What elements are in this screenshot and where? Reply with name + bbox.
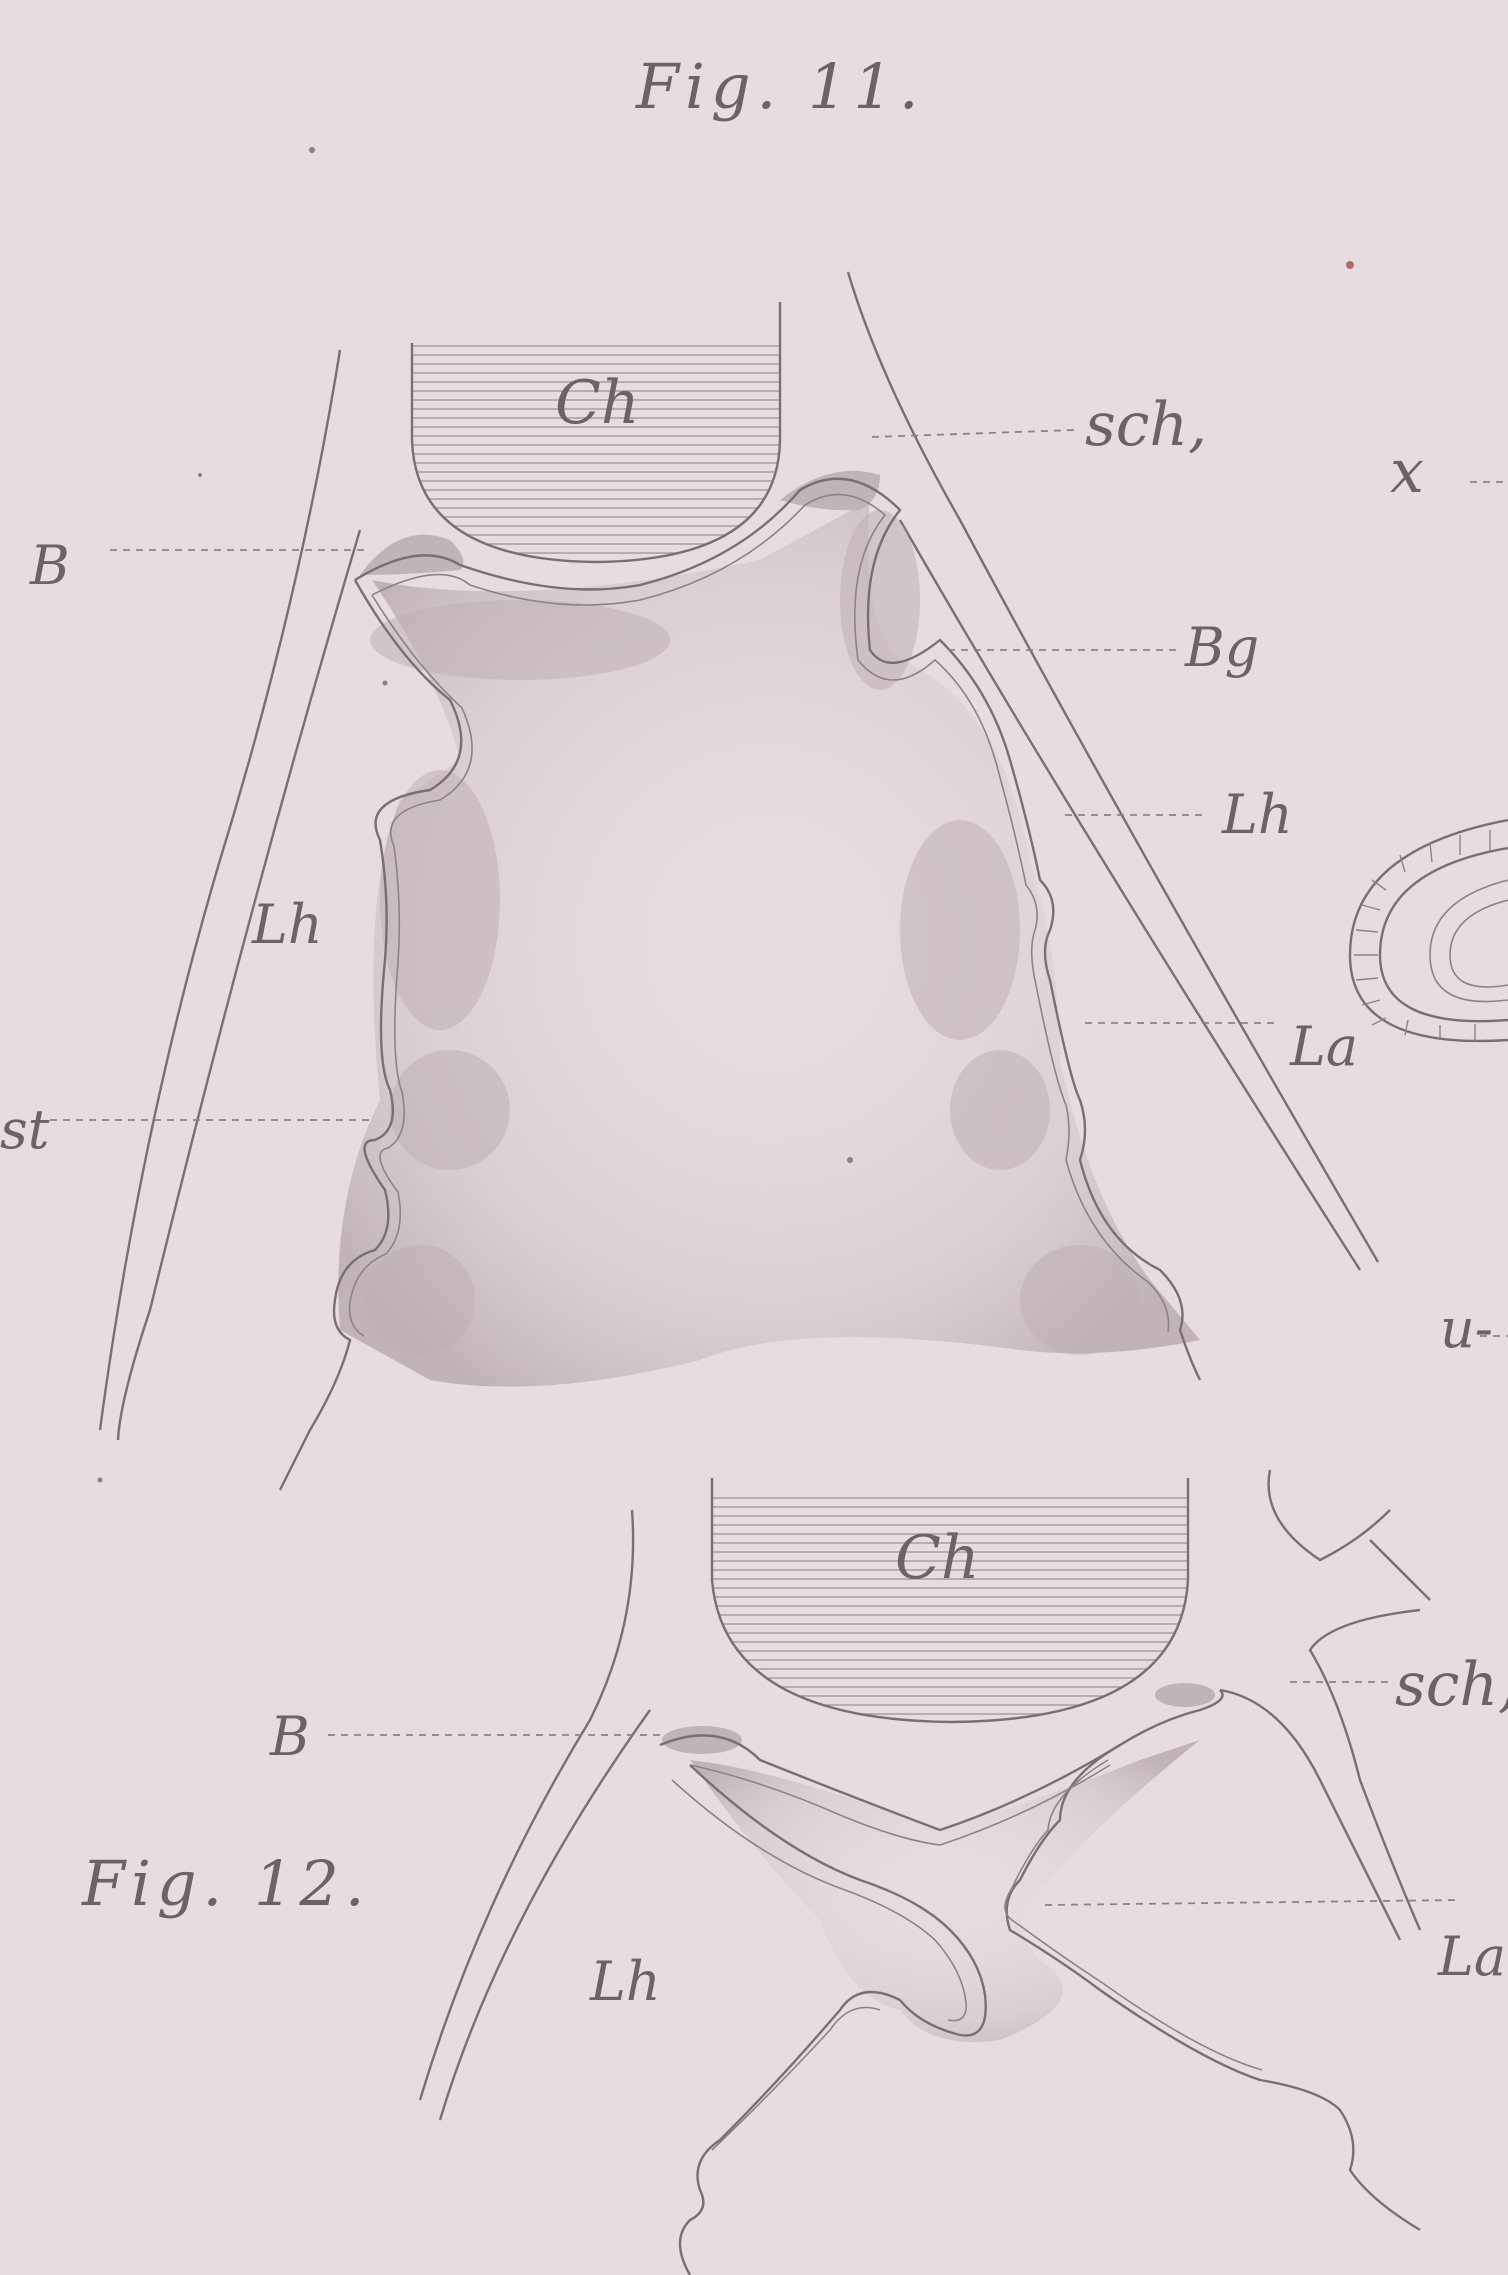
fig12-label-b: B: [269, 1705, 310, 1768]
fig11-left-inner-wall: [118, 530, 360, 1440]
fig12-right-branch-1: [1269, 1470, 1390, 1560]
fig12-contour-left-lower-inner: [712, 2008, 880, 2151]
fig11-label-u: u-: [1440, 1297, 1493, 1360]
fig12-bone-cap-right: [1155, 1683, 1215, 1707]
fig11-label-la: La: [1289, 1015, 1358, 1078]
side-egg-structure: [1350, 820, 1508, 1042]
fig11-sch-leader: [872, 430, 1075, 437]
fig11-label-sch: sch,: [1085, 390, 1207, 460]
fig12-label-la: La: [1437, 1925, 1506, 1988]
fig12-title: Fig. 12.: [81, 1847, 371, 1920]
fig11-label-lh-right: Lh: [1221, 783, 1293, 846]
fig12-label-sch: sch,: [1395, 1650, 1508, 1720]
fig11-label-x: x: [1390, 437, 1424, 507]
fig12-chorda: [712, 1478, 1188, 1730]
fig12-label-ch: Ch: [895, 1523, 980, 1593]
fig11-left-outer-wall: [100, 350, 340, 1430]
fig11-bone-cap-right: [780, 471, 880, 510]
fig11-label-ch: Ch: [555, 368, 640, 438]
fig11-label-st: st: [0, 1098, 50, 1161]
fig12-la-leader: [1045, 1900, 1460, 1905]
fig11-label-bg: Bg: [1184, 616, 1259, 679]
fig11-label-b: B: [29, 534, 70, 597]
fig12-right-branch-2: [1370, 1540, 1430, 1600]
fig11-label-lh-left: Lh: [251, 893, 323, 956]
fig12-contour-left-lower: [680, 1992, 900, 2275]
figure-11: Fig. 11. Ch sch, x B Bg Lh Lh La st u-: [0, 50, 1508, 1490]
figure-12: Ch B sch, Fig. 12. Lh La: [81, 1470, 1508, 2275]
fig12-left-inner-wall: [440, 1710, 650, 2120]
fig12-label-lh: Lh: [589, 1950, 661, 2013]
fig11-title: Fig. 11.: [635, 50, 925, 123]
